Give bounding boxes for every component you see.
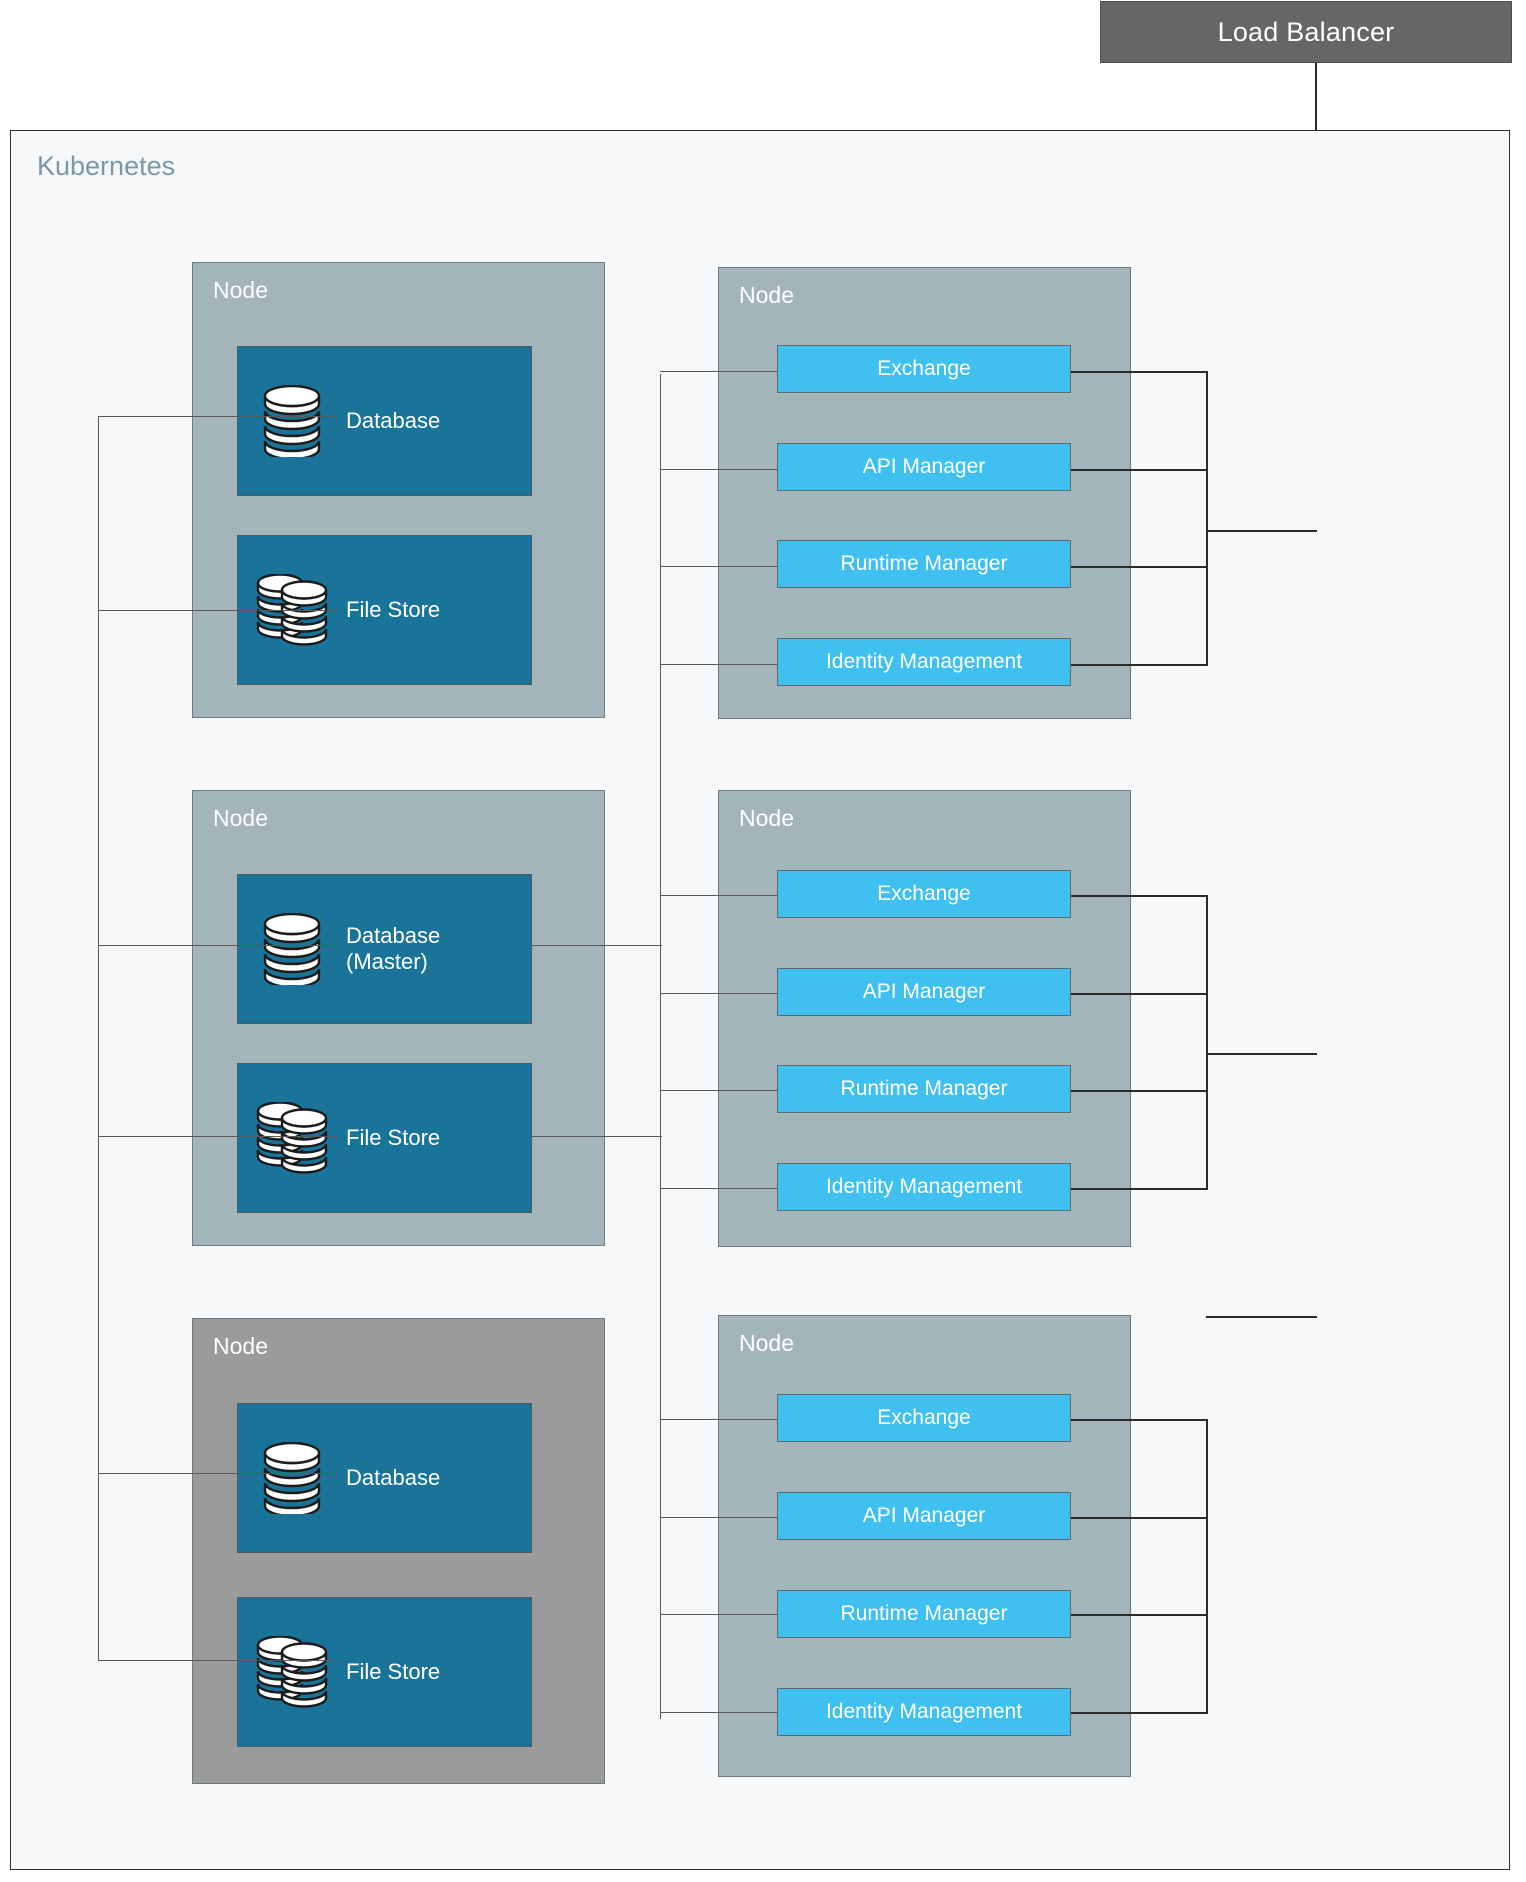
connector-svc3-exchange-out — [1071, 1419, 1208, 1421]
service-label: Runtime Manager — [840, 1077, 1008, 1100]
connector-group3-to-lb — [1206, 1316, 1317, 1318]
service-node-1-runtime-manager[interactable]: Runtime Manager — [777, 540, 1071, 588]
connector-svc3-runtime-in — [660, 1614, 778, 1615]
service-node-1-identity-management[interactable]: Identity Management — [777, 638, 1071, 686]
connector-svc3-identity-in — [660, 1712, 778, 1713]
connector-svc2-identity-in — [660, 1188, 778, 1189]
file-store-icon — [238, 1636, 346, 1708]
service-node-1-api-manager[interactable]: API Manager — [777, 443, 1071, 491]
load-balancer-label: Load Balancer — [1217, 16, 1395, 47]
service-node-3-exchange[interactable]: Exchange — [777, 1394, 1071, 1442]
service-node-1-exchange[interactable]: Exchange — [777, 345, 1071, 393]
file-store-icon — [238, 574, 346, 646]
service-label: Identity Management — [825, 1700, 1023, 1723]
connector-svc2-identity-out — [1071, 1188, 1208, 1190]
service-label: Runtime Manager — [840, 552, 1008, 575]
data-node-2-database-label: Database (Master) — [346, 923, 441, 974]
service-node-3-runtime-manager[interactable]: Runtime Manager — [777, 1590, 1071, 1638]
connector-group3-collector — [1206, 1419, 1208, 1714]
connector-svc2-exchange-in — [660, 895, 778, 896]
data-node-2-database[interactable]: Database (Master) — [237, 874, 532, 1024]
data-node-1-filestore-label: File Store — [346, 597, 441, 623]
connector-group1-collector — [1206, 371, 1208, 666]
data-node-1-database-label: Database — [346, 408, 441, 434]
data-node-3-label: Node — [213, 1333, 268, 1359]
data-node-1-label: Node — [213, 277, 268, 303]
service-label: Exchange — [877, 882, 971, 905]
connector-db2 — [98, 945, 338, 946]
service-node-3-label: Node — [739, 1330, 794, 1356]
database-icon — [238, 913, 346, 985]
data-node-1-database[interactable]: Database — [237, 346, 532, 496]
service-node-3-api-manager[interactable]: API Manager — [777, 1492, 1071, 1540]
data-node-3-filestore[interactable]: File Store — [237, 1597, 532, 1747]
service-label: API Manager — [862, 980, 986, 1003]
connector-master-db-to-bus — [532, 945, 662, 946]
service-node-2-identity-management[interactable]: Identity Management — [777, 1163, 1071, 1211]
load-balancer-box[interactable]: Load Balancer — [1100, 1, 1512, 63]
connector-middle-bus — [660, 374, 661, 1719]
service-label: Runtime Manager — [840, 1602, 1008, 1625]
data-node-2-filestore-label: File Store — [346, 1125, 441, 1151]
service-node-1-label: Node — [739, 282, 794, 308]
connector-svc1-api-in — [660, 469, 778, 470]
data-node-3-filestore-label: File Store — [346, 1659, 441, 1685]
connector-fs1 — [98, 610, 338, 611]
connector-group2-collector — [1206, 895, 1208, 1190]
connector-left-bus — [98, 416, 99, 1660]
connector-svc2-runtime-in — [660, 1090, 778, 1091]
connector-svc3-exchange-in — [660, 1419, 778, 1420]
data-node-3-database-label: Database — [346, 1465, 441, 1491]
connector-svc1-identity-out — [1071, 664, 1208, 666]
data-node-2-filestore[interactable]: File Store — [237, 1063, 532, 1213]
connector-svc1-exchange-in — [660, 371, 778, 372]
cluster-label: Kubernetes — [37, 151, 176, 181]
connector-svc3-runtime-out — [1071, 1614, 1208, 1616]
connector-svc1-runtime-in — [660, 566, 778, 567]
service-node-2-exchange[interactable]: Exchange — [777, 870, 1071, 918]
connector-group1-to-lb — [1206, 530, 1317, 532]
database-icon — [238, 385, 346, 457]
connector-svc2-exchange-out — [1071, 895, 1208, 897]
connector-svc1-identity-in — [660, 664, 778, 665]
data-node-3-database[interactable]: Database — [237, 1403, 532, 1553]
service-label: Identity Management — [825, 650, 1023, 673]
connector-master-fs-to-bus — [532, 1136, 662, 1137]
service-node-2-runtime-manager[interactable]: Runtime Manager — [777, 1065, 1071, 1113]
service-node-2-api-manager[interactable]: API Manager — [777, 968, 1071, 1016]
service-label: API Manager — [862, 1504, 986, 1527]
connector-svc3-api-in — [660, 1517, 778, 1518]
connector-db3 — [98, 1473, 338, 1474]
connector-svc2-api-out — [1071, 993, 1208, 995]
service-label: Identity Management — [825, 1175, 1023, 1198]
connector-svc1-api-out — [1071, 469, 1208, 471]
database-icon — [238, 1442, 346, 1514]
service-node-2-label: Node — [739, 805, 794, 831]
service-label: Exchange — [877, 357, 971, 380]
connector-svc3-identity-out — [1071, 1712, 1208, 1714]
connector-svc1-runtime-out — [1071, 566, 1208, 568]
connector-group2-to-lb — [1206, 1053, 1317, 1055]
connector-svc3-api-out — [1071, 1517, 1208, 1519]
connector-svc2-runtime-out — [1071, 1090, 1208, 1092]
service-label: Exchange — [877, 1406, 971, 1429]
connector-db1 — [98, 416, 338, 417]
service-label: API Manager — [862, 455, 986, 478]
data-node-2-label: Node — [213, 805, 268, 831]
connector-fs3 — [98, 1660, 338, 1661]
file-store-icon — [238, 1102, 346, 1174]
service-node-3-identity-management[interactable]: Identity Management — [777, 1688, 1071, 1736]
connector-svc1-exchange-out — [1071, 371, 1208, 373]
connector-svc2-api-in — [660, 993, 778, 994]
connector-fs2 — [98, 1136, 338, 1137]
